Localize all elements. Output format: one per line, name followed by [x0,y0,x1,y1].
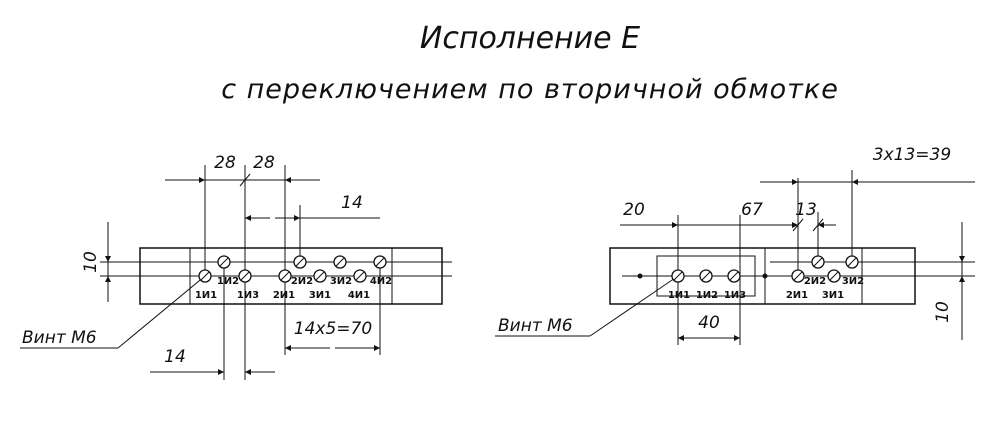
right-terminal-label: 2И1 [786,290,808,301]
left-dim-14-bottom: 14 [164,347,186,367]
right-terminal-1i2 [699,269,713,283]
right-terminal-2i2 [811,255,825,269]
right-screw-label: Винт М6 [498,316,573,336]
right-terminal-3i1 [827,269,841,283]
left-terminal-label: 3И1 [309,290,331,301]
left-terminal-label: 2И2 [291,276,313,287]
left-screw-label: Винт М6 [22,328,97,348]
left-terminal-3i2 [333,255,347,269]
left-terminal-4i2 [373,255,387,269]
left-terminal-4i1 [353,269,367,283]
right-dim-10: 10 [933,301,953,323]
left-terminal-label: 4И2 [370,276,392,287]
right-dim-40: 40 [698,313,720,333]
left-terminal-label: 1И2 [217,276,239,287]
left-dim-28b: 28 [253,153,275,173]
right-mount-hole-left [637,273,643,279]
right-terminal-3i2 [845,255,859,269]
left-dim-28a: 28 [214,153,236,173]
left-terminal-label: 4И1 [348,290,370,301]
left-dim-14-top: 14 [341,193,363,213]
left-dim-10: 10 [81,251,101,273]
right-terminal-1i1 [671,269,685,283]
left-terminal-1i1 [198,269,212,283]
drawing-title: Исполнение Е [420,21,640,56]
right-terminal-label: 1И3 [724,290,746,301]
left-terminal-label: 2И1 [273,290,295,301]
right-terminal-label: 2И2 [804,276,826,287]
left-dim-14x5: 14x5=70 [294,319,372,339]
left-terminal-1i2 [217,255,231,269]
right-terminal-1i3 [727,269,741,283]
drawing-subtitle: с переключением по вторичной обмотке [221,74,839,105]
right-view: 3x13=39 20 67 13 40 10 Винт М6 1И1 [495,145,975,345]
left-view: 10 28 28 14 14 14x5=70 Винт М6 [20,153,452,380]
right-terminal-label: 1И2 [696,290,718,301]
right-dim-3x13: 3x13=39 [873,145,951,165]
right-terminal-label: 1И1 [668,290,690,301]
left-terminal-2i1 [278,269,292,283]
right-terminal-label: 3И1 [822,290,844,301]
right-terminal-2i1 [791,269,805,283]
right-dim-13: 13 [795,200,817,220]
left-terminal-label: 3И2 [330,276,352,287]
left-terminal-1i3 [238,269,252,283]
left-terminal-3i1 [313,269,327,283]
right-dim-20: 20 [623,200,645,220]
left-terminal-label: 1И3 [237,290,259,301]
right-terminal-label: 3И2 [842,276,864,287]
left-terminal-label: 1И1 [195,290,217,301]
right-dim-67: 67 [741,200,763,220]
left-terminal-2i2 [293,255,307,269]
right-mount-hole-mid [762,273,768,279]
